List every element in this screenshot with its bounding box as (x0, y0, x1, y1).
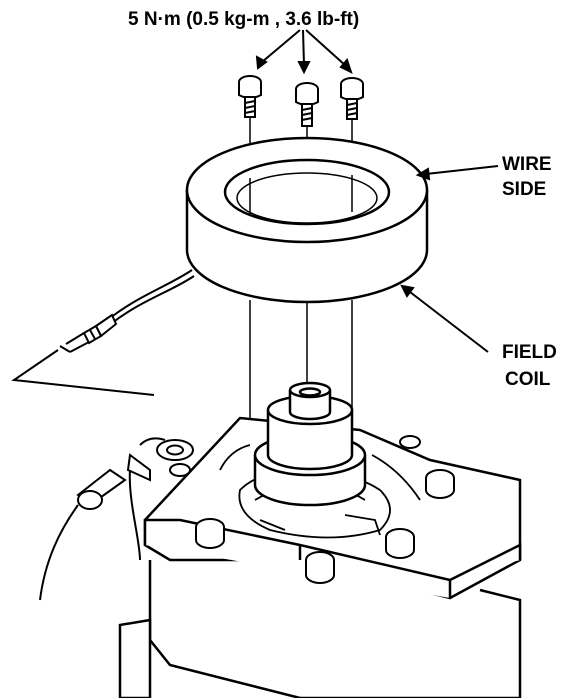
torque-spec-label: 5 N·m (0.5 kg-m , 3.6 lb-ft) (128, 9, 359, 30)
mounting-screw-left (238, 75, 262, 118)
wire-connector (59, 313, 118, 353)
field-coil-label-line1: FIELD (502, 342, 557, 363)
field-coil (185, 136, 429, 304)
field-coil-label: FIELD COIL (502, 342, 562, 390)
wire-side-leader (415, 165, 499, 181)
flange-bolts (169, 435, 455, 584)
harness-wire (39, 469, 141, 601)
mounting-screw-center (295, 82, 319, 127)
connector-route-line (11, 349, 155, 396)
mounting-screw-right (340, 77, 364, 120)
compressor-hub (253, 381, 367, 507)
wire-side-label-line1: WIRE (502, 154, 552, 175)
harness-clamp (76, 437, 194, 510)
field-coil-label-line2: COIL (505, 369, 551, 390)
coil-hole-lines (249, 175, 353, 215)
coil-wire-lead (109, 269, 195, 324)
wire-side-label: WIRE SIDE (502, 154, 557, 200)
torque-arrows (255, 29, 353, 75)
field-coil-leader (400, 284, 489, 353)
wire-side-label-line2: SIDE (502, 179, 546, 200)
